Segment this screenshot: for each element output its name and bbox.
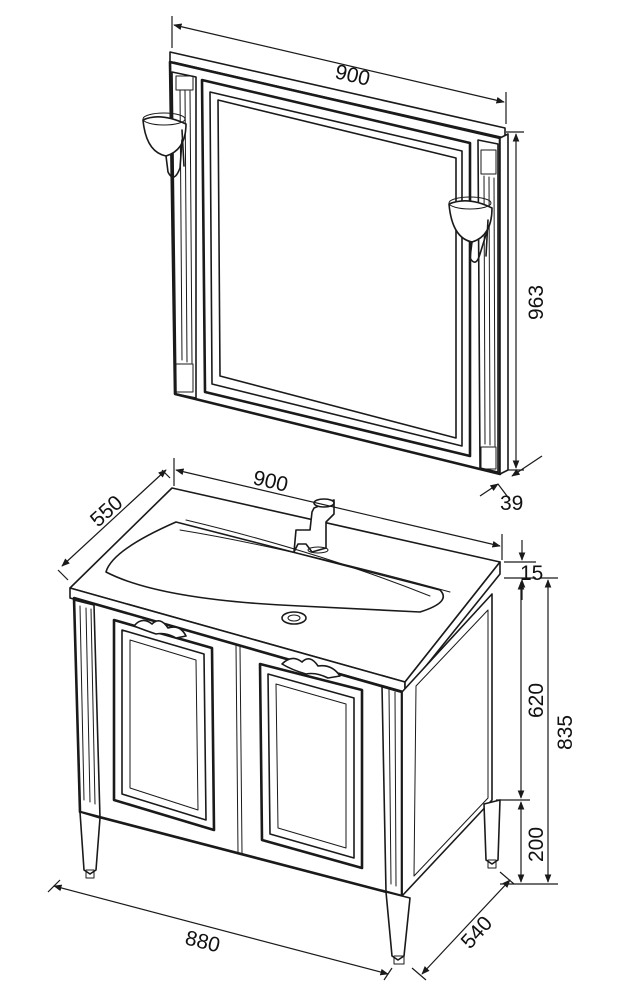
drain-icon — [281, 611, 307, 625]
dim-sink-width: 900 — [251, 466, 290, 496]
dim-sink-depth: 550 — [86, 491, 127, 532]
cabinet-door-left — [112, 618, 216, 832]
mirror-lamp-left — [142, 112, 187, 178]
cabinet — [72, 593, 501, 965]
dim-mirror-height: 963 — [525, 285, 548, 320]
ornament-icon — [281, 657, 341, 679]
dim-sink-thickness: 15 — [520, 562, 543, 585]
mirror — [142, 51, 509, 476]
ornament-icon — [133, 619, 187, 639]
cabinet-door-right — [258, 657, 364, 870]
dim-cabinet-depth: 540 — [457, 912, 498, 953]
dim-cabinet-width: 880 — [183, 927, 223, 958]
mirror-lamp-right — [448, 196, 493, 263]
dim-leg-height: 200 — [525, 827, 548, 862]
cabinet-legs — [79, 799, 501, 965]
dim-body-height: 620 — [525, 683, 548, 718]
dimension-lines — [47, 16, 558, 981]
dim-mirror-depth: 39 — [500, 492, 523, 515]
dim-total-height: 835 — [554, 715, 577, 750]
dim-mirror-width: 900 — [333, 60, 372, 90]
